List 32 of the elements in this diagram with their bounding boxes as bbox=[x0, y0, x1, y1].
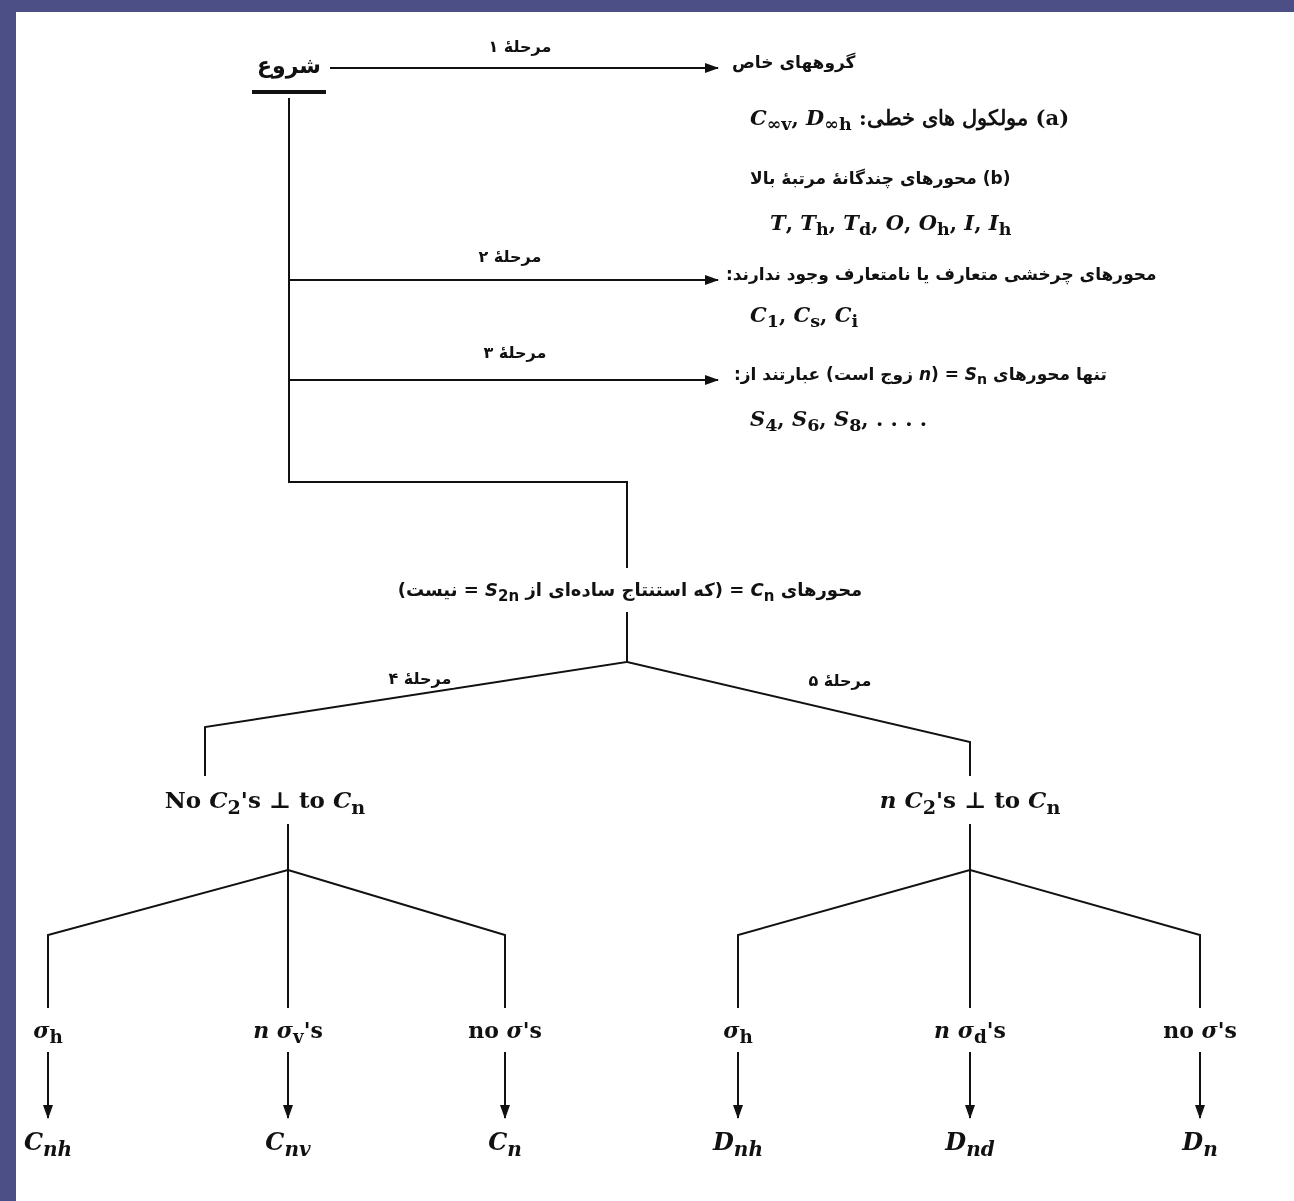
symbol-list: S$_{4}$, S$_{6}$, S$_{8}$, . . . . bbox=[750, 406, 928, 436]
condition-label: σ$_{h}$ bbox=[0, 1010, 108, 1050]
arrow bbox=[500, 1051, 510, 1119]
heading: گروههای خاص bbox=[732, 52, 856, 72]
note-text: (b) محورهای چندگانهٔ مرتبهٔ بالا bbox=[750, 168, 1011, 188]
point-group-label: D$_{nd}$ bbox=[910, 1120, 1030, 1164]
point-group-label: C$_{nv}$ bbox=[228, 1120, 348, 1164]
start-label: شروع bbox=[252, 38, 326, 94]
connector-line bbox=[288, 97, 628, 569]
arrow bbox=[965, 1051, 975, 1119]
condition-label: No C$_{2}$'s ⊥ to C$_{n}$ bbox=[140, 778, 390, 822]
arrow bbox=[283, 1051, 293, 1119]
point-group-label: C$_{n}$ bbox=[445, 1120, 565, 1164]
arrow bbox=[43, 1051, 53, 1119]
connector-line bbox=[626, 611, 971, 777]
point-group-label: C$_{nh}$ bbox=[0, 1120, 108, 1164]
condition-label: σ$_{h}$ bbox=[678, 1010, 798, 1050]
condition-label: n σ$_{d}$'s bbox=[910, 1010, 1030, 1050]
condition-label: n C$_{2}$'s ⊥ to C$_{n}$ bbox=[850, 778, 1090, 822]
condition-label: no σ's bbox=[445, 1010, 565, 1050]
symbol-list: T, T$_{h}$, T$_{d}$, O, O$_{h}$, I, I$_{h}$ bbox=[770, 210, 1012, 240]
arrow bbox=[329, 63, 719, 73]
point-group-label: D$_{n}$ bbox=[1140, 1120, 1260, 1164]
arrow bbox=[1195, 1051, 1205, 1119]
connector-line bbox=[969, 823, 1201, 1009]
arrow bbox=[733, 1051, 743, 1119]
condition-label: no σ's bbox=[1140, 1010, 1260, 1050]
connector-line bbox=[287, 823, 506, 1009]
condition-label: n σ$_{v}$'s bbox=[228, 1010, 348, 1050]
point-group-label: D$_{nh}$ bbox=[678, 1120, 798, 1164]
step-result: محورهای چرخشی متعارف یا نامتعارف وجود ندارند: bbox=[726, 264, 1157, 284]
symbol-list: C$_{1}$, C$_{s}$, C$_{i}$ bbox=[750, 302, 859, 332]
